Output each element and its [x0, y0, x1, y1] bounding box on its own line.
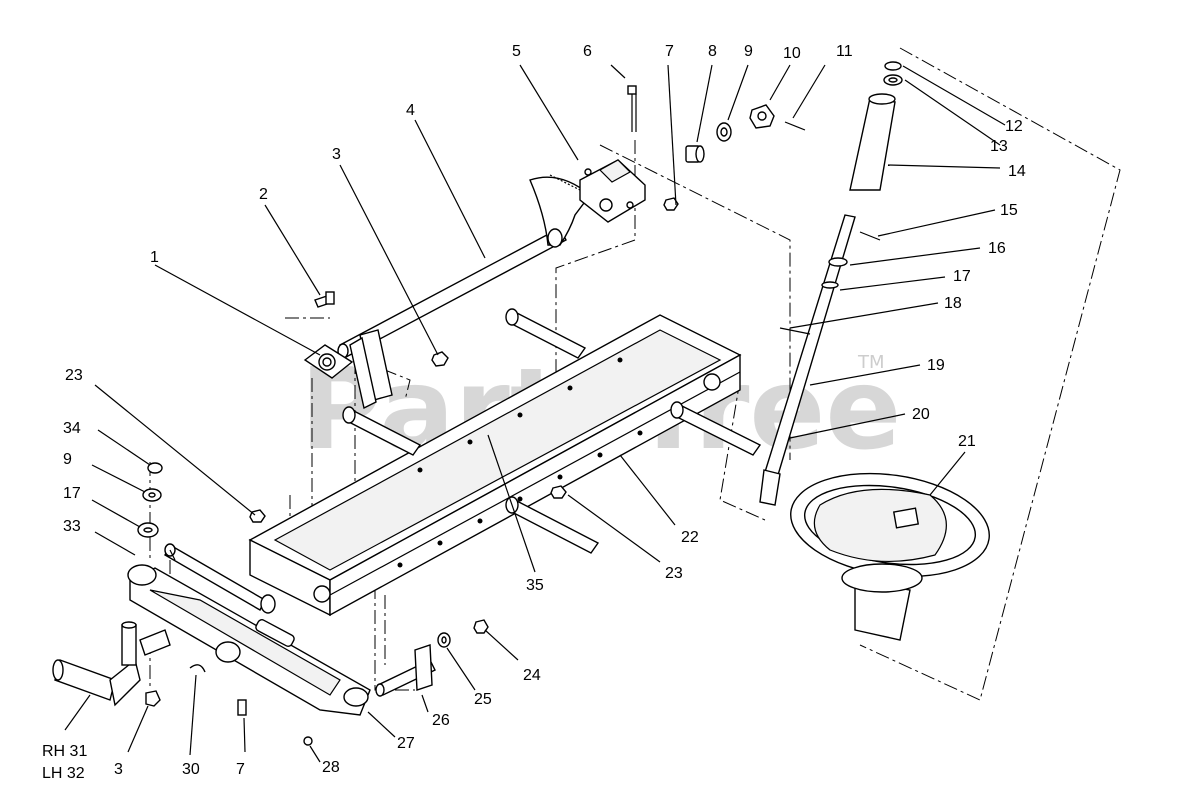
- main-frame: [248, 314, 742, 617]
- callout-16: 16: [988, 240, 1006, 257]
- callout-9-left: 9: [63, 451, 72, 468]
- bolt-6: [627, 85, 637, 132]
- callout-22: 22: [681, 529, 699, 546]
- steering-wheel: [790, 472, 990, 641]
- callout-labels: 1 2 3 3 4 5 6 7 7 8 9 9 10 11 12 13 14 1…: [42, 43, 1026, 782]
- callout-27: 27: [397, 735, 415, 752]
- snap-ring-34: [147, 462, 163, 474]
- roll-pin-18: [779, 327, 811, 335]
- callout-5: 5: [512, 43, 521, 60]
- callout-28: 28: [322, 759, 340, 776]
- callout-13: 13: [990, 138, 1008, 155]
- steering-column-shaft: [759, 214, 856, 506]
- snap-ring-12: [884, 61, 902, 71]
- spring-33: [169, 549, 176, 561]
- spindle-right: [375, 644, 436, 697]
- callout-4: 4: [406, 102, 415, 119]
- nut-28: [303, 736, 313, 746]
- callout-7-bottom: 7: [236, 761, 245, 778]
- nut-24: [473, 619, 489, 634]
- callout-8: 8: [708, 43, 717, 60]
- washer-9-top: [716, 122, 732, 142]
- callout-lh-32: LH 32: [42, 765, 85, 782]
- watermark-tm: TM: [857, 352, 885, 373]
- callout-3-top: 3: [332, 146, 341, 163]
- callout-1: 1: [150, 249, 159, 266]
- callout-23-left: 23: [65, 367, 83, 384]
- callout-23-right: 23: [665, 565, 683, 582]
- steering-column-tube: [849, 93, 896, 191]
- pinion-bracket: [579, 159, 646, 223]
- retaining-ring-30: [189, 664, 206, 673]
- callout-25: 25: [474, 691, 492, 708]
- frame-cross-tubes: [342, 308, 762, 554]
- callout-18: 18: [944, 295, 962, 312]
- callout-12: 12: [1005, 118, 1023, 135]
- callout-9-top: 9: [744, 43, 753, 60]
- shaft-support-bracket: [349, 329, 393, 410]
- callout-24: 24: [523, 667, 541, 684]
- roll-pin-15: [859, 231, 881, 241]
- washer-9-left: [142, 488, 162, 502]
- callout-rh-31: RH 31: [42, 743, 87, 760]
- callout-20: 20: [912, 406, 930, 423]
- callout-10: 10: [783, 45, 801, 62]
- steering-shaft: [337, 227, 567, 359]
- callout-14: 14: [1008, 163, 1026, 180]
- callout-17-right: 17: [953, 268, 971, 285]
- callout-17-left: 17: [63, 485, 81, 502]
- callout-30: 30: [182, 761, 200, 778]
- cotter-pin-11: [784, 121, 806, 131]
- front-axle: [127, 564, 371, 716]
- nut-3-top: [431, 351, 449, 367]
- callout-26: 26: [432, 712, 450, 729]
- grease-fitting-7: [237, 699, 247, 716]
- spacer-8: [685, 145, 705, 163]
- nut-23-left: [249, 509, 266, 523]
- washer-13: [883, 74, 903, 86]
- castle-nut-10: [749, 104, 775, 129]
- callout-34: 34: [63, 420, 81, 437]
- nut-7-top: [663, 197, 679, 211]
- callout-3-bottom: 3: [114, 761, 123, 778]
- washer-17-left: [137, 522, 159, 538]
- callout-7-top: 7: [665, 43, 674, 60]
- callout-2: 2: [259, 186, 268, 203]
- nut-3-bottom: [145, 690, 161, 707]
- callout-33: 33: [63, 518, 81, 535]
- callout-11: 11: [836, 43, 853, 60]
- nut-23-right: [550, 485, 567, 499]
- spindle-left: [52, 621, 171, 707]
- callout-19: 19: [927, 357, 945, 374]
- callout-6: 6: [583, 43, 592, 60]
- callout-35: 35: [526, 577, 544, 594]
- washer-25: [437, 632, 451, 648]
- leader-lines: [64, 64, 1006, 763]
- callout-15: 15: [1000, 202, 1018, 219]
- callout-21: 21: [958, 433, 976, 450]
- bolt-2: [314, 291, 335, 308]
